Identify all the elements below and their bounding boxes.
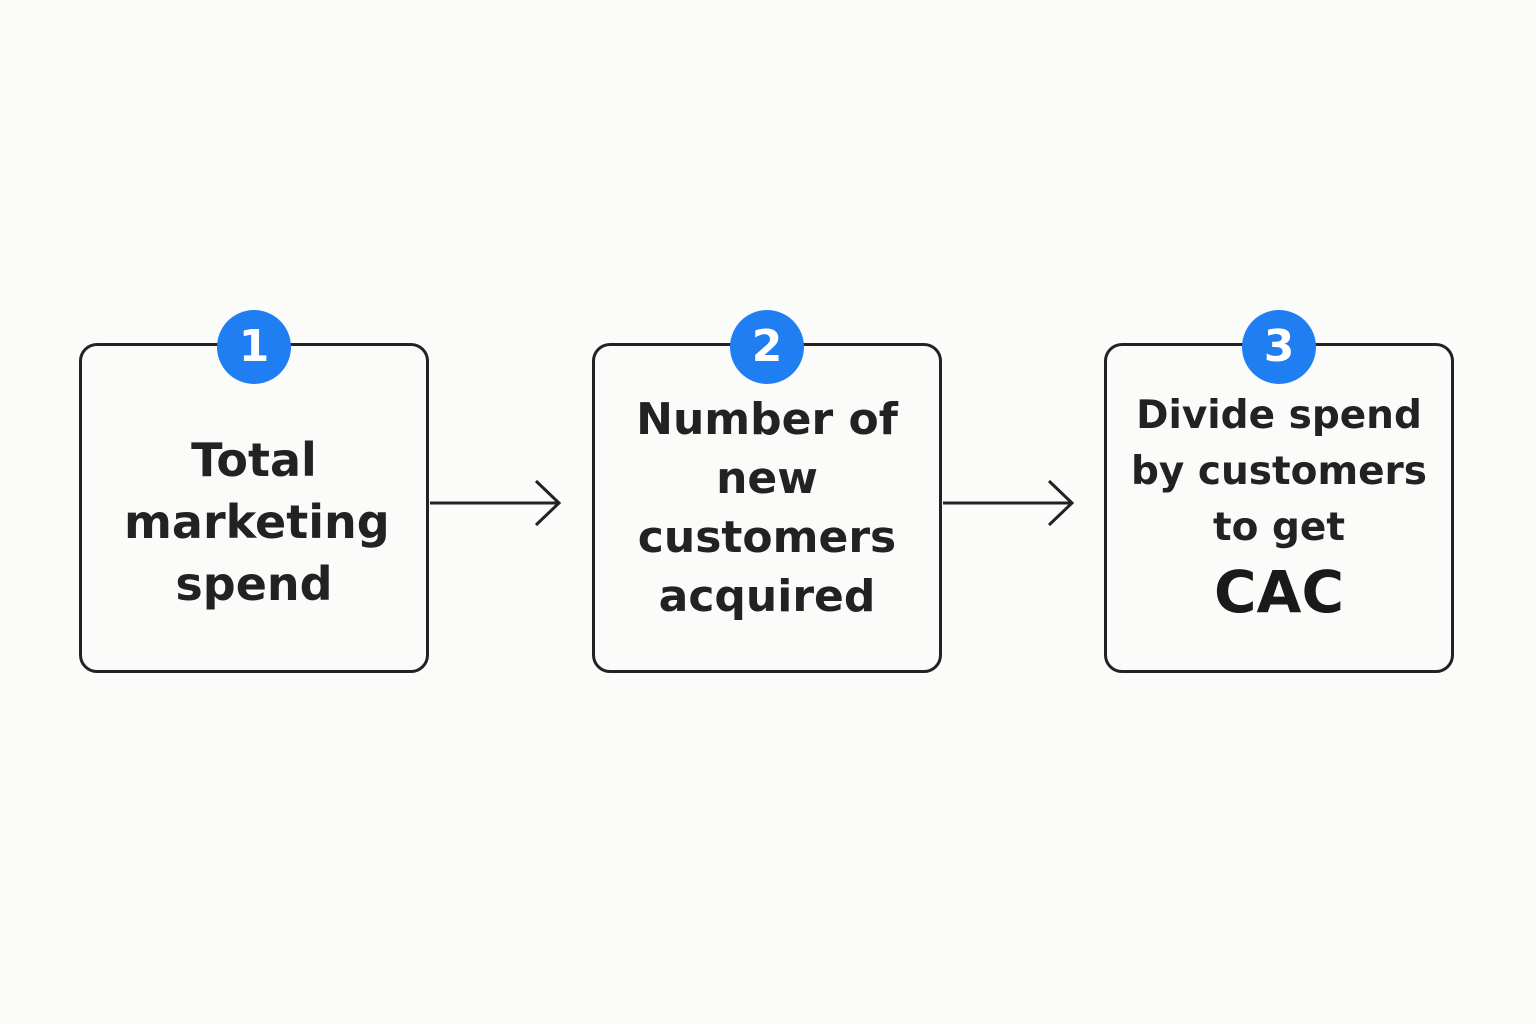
step-text-2: Number of new customers acquired: [636, 394, 898, 622]
step-text-1: Total marketing spend: [124, 433, 390, 611]
step-number-badge-1: 1: [217, 310, 291, 384]
step-number-badge-2: 2: [730, 310, 804, 384]
step-number-badge-3: 3: [1242, 310, 1316, 384]
step-text-3-main: Divide spend by customers to get: [1131, 393, 1427, 550]
step-box-1: 1 Total marketing spend: [79, 310, 429, 673]
arrow-right-icon: [430, 479, 562, 527]
step-box-2: 2 Number of new customers acquired: [592, 310, 942, 673]
step-text-3-emphasis: CAC: [1213, 558, 1345, 626]
step-box-3: 3 Divide spend by customers to get CAC: [1104, 310, 1454, 673]
arrow-right-icon: [943, 479, 1075, 527]
step-text-3: Divide spend by customers to get CAC: [1119, 388, 1439, 628]
